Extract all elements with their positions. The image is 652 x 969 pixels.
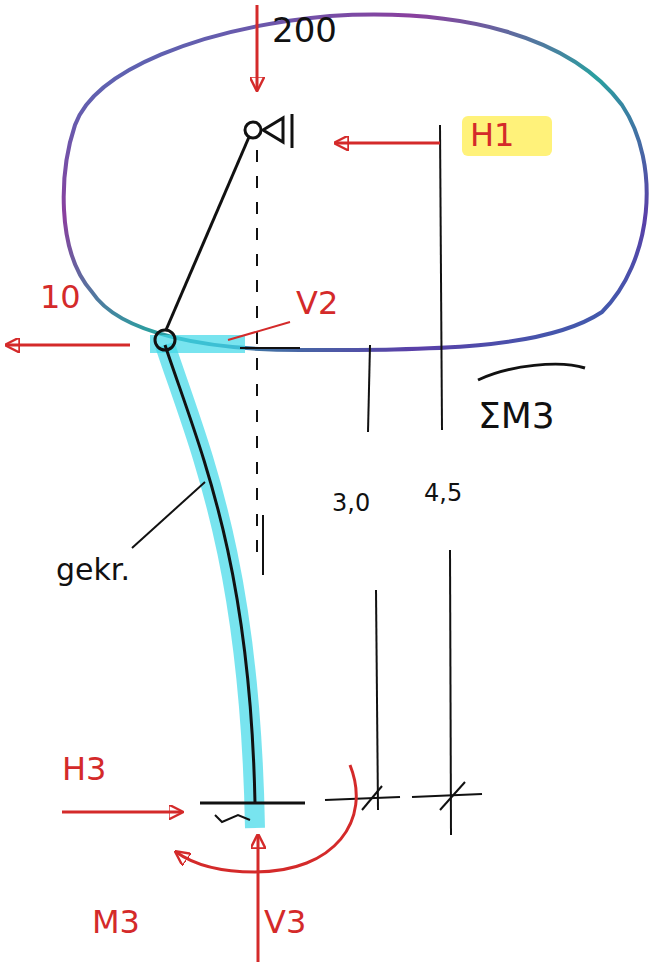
moment-arrow <box>176 765 356 872</box>
dimension-line <box>450 550 451 835</box>
cut-outline <box>64 15 647 350</box>
dimension-tick <box>362 786 382 810</box>
highlight <box>462 116 552 156</box>
support-symbol <box>291 114 294 148</box>
highlight <box>165 345 255 828</box>
dimension-line <box>240 347 300 349</box>
force-arrow <box>62 811 182 814</box>
force-name: H1 <box>470 118 514 153</box>
axis <box>262 515 264 575</box>
dimension-value: 3,0 <box>332 490 370 516</box>
joint <box>155 330 175 350</box>
dimension-line <box>368 345 370 432</box>
moment-name: M3 <box>92 905 140 940</box>
load-value: 200 <box>272 12 337 49</box>
force-name: V3 <box>264 905 306 940</box>
dimension-value: 4,5 <box>424 480 462 506</box>
moment-arc <box>478 364 585 380</box>
leader-line <box>228 322 290 340</box>
hinge <box>245 122 261 138</box>
fixed-support <box>215 815 250 822</box>
dimension-tick <box>440 782 465 810</box>
dimension-line <box>412 794 482 797</box>
dimension-line <box>325 797 400 800</box>
force-name: H3 <box>62 752 106 787</box>
load-value: 10 <box>40 280 81 315</box>
axis <box>256 150 258 560</box>
fixed-support <box>200 802 305 805</box>
force-arrow <box>6 344 130 347</box>
force-arrow <box>256 5 259 90</box>
support-symbol <box>263 118 283 142</box>
dimension-line <box>376 590 378 810</box>
force-name: V2 <box>296 286 338 321</box>
leader-line <box>132 482 205 548</box>
dimension-line <box>440 125 442 430</box>
equation-label: ΣM3 <box>478 396 555 436</box>
force-arrow <box>257 835 260 962</box>
note: gekr. <box>56 553 130 586</box>
force-arrow <box>335 142 440 145</box>
column <box>165 345 255 803</box>
strut <box>166 137 249 330</box>
